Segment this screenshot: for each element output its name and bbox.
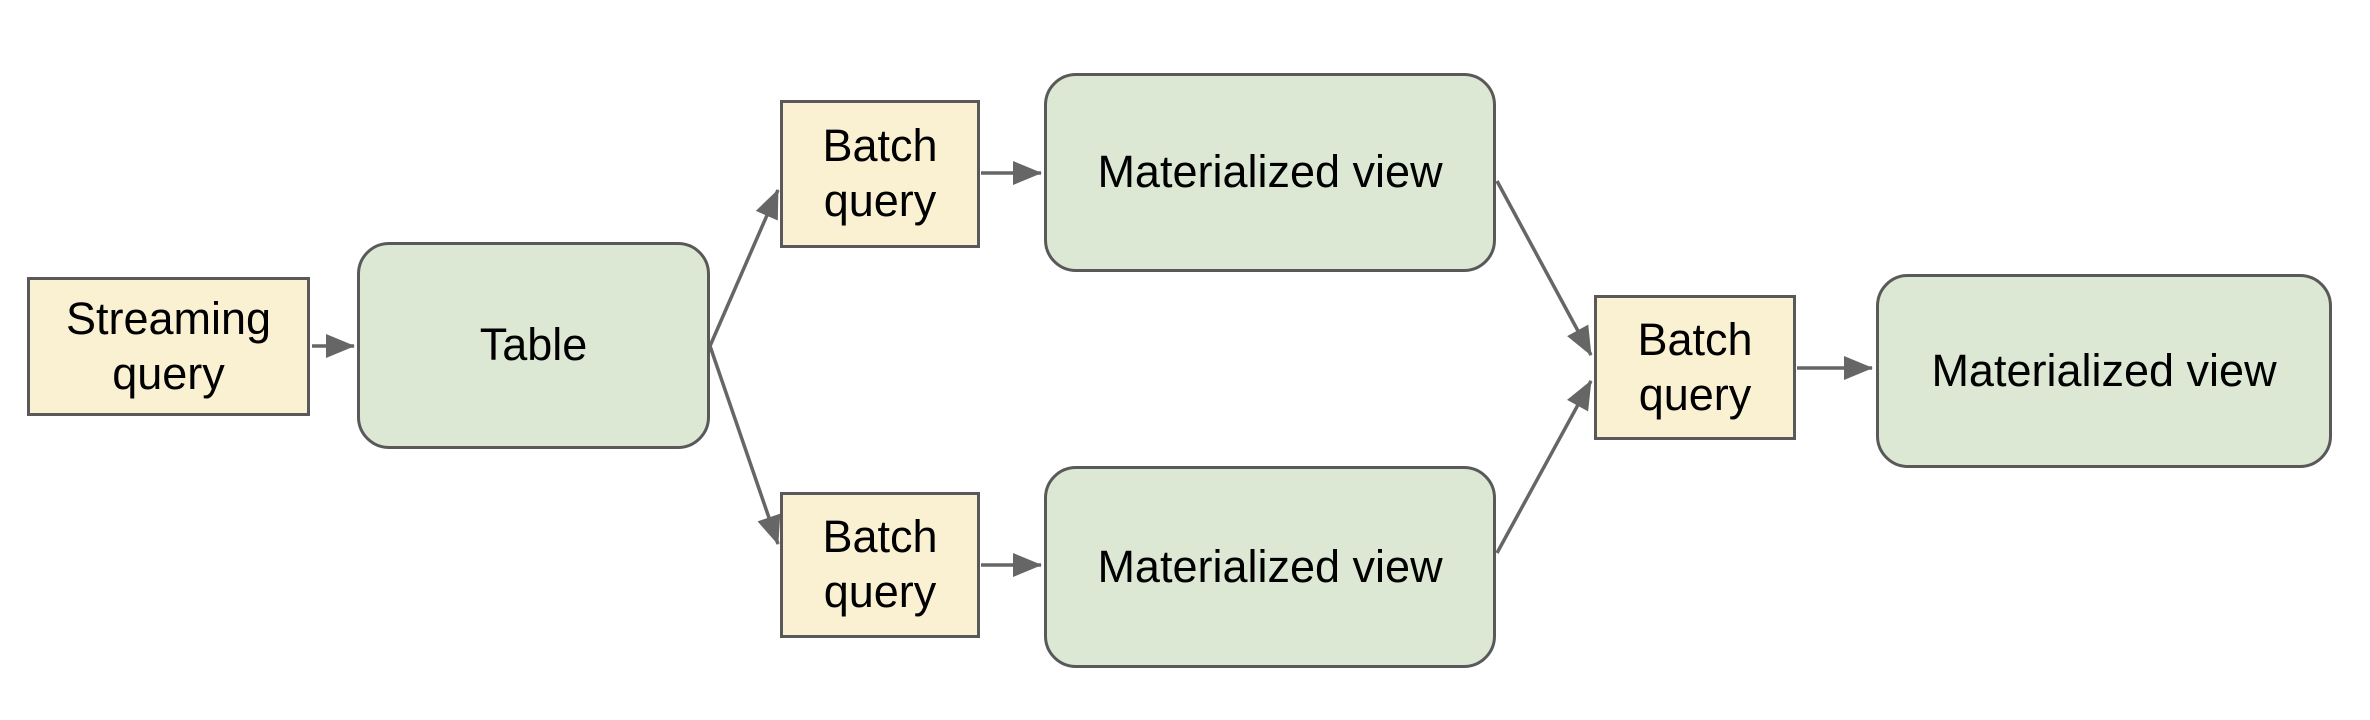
node-batch-query-final: Batch query xyxy=(1594,295,1796,440)
node-materialized-view-bottom: Materialized view xyxy=(1044,466,1496,668)
node-label: Materialized view xyxy=(1931,344,2277,396)
node-table: Table xyxy=(357,242,710,449)
node-batch-query-bottom: Batch query xyxy=(780,492,980,638)
edge-table-to-batch-query-bottom xyxy=(708,345,781,545)
node-materialized-view-top: Materialized view xyxy=(1044,73,1496,272)
node-batch-query-top: Batch query xyxy=(780,100,980,248)
edge-table-to-batch-query-top xyxy=(708,189,780,347)
edge-materialized-view-top-to-batch-query-final xyxy=(1495,180,1593,356)
node-label: Batch query xyxy=(1637,313,1753,420)
node-label: Batch query xyxy=(822,511,938,617)
node-label: Table xyxy=(479,319,588,371)
edge-materialized-view-bottom-to-batch-query-final xyxy=(1495,380,1593,554)
node-label: Batch query xyxy=(822,120,938,226)
node-streaming-query: Streaming query xyxy=(27,277,310,416)
node-label: Streaming query xyxy=(65,292,272,399)
node-label: Materialized view xyxy=(1097,540,1443,592)
node-materialized-view-final: Materialized view xyxy=(1876,274,2332,468)
node-label: Materialized view xyxy=(1097,146,1443,198)
